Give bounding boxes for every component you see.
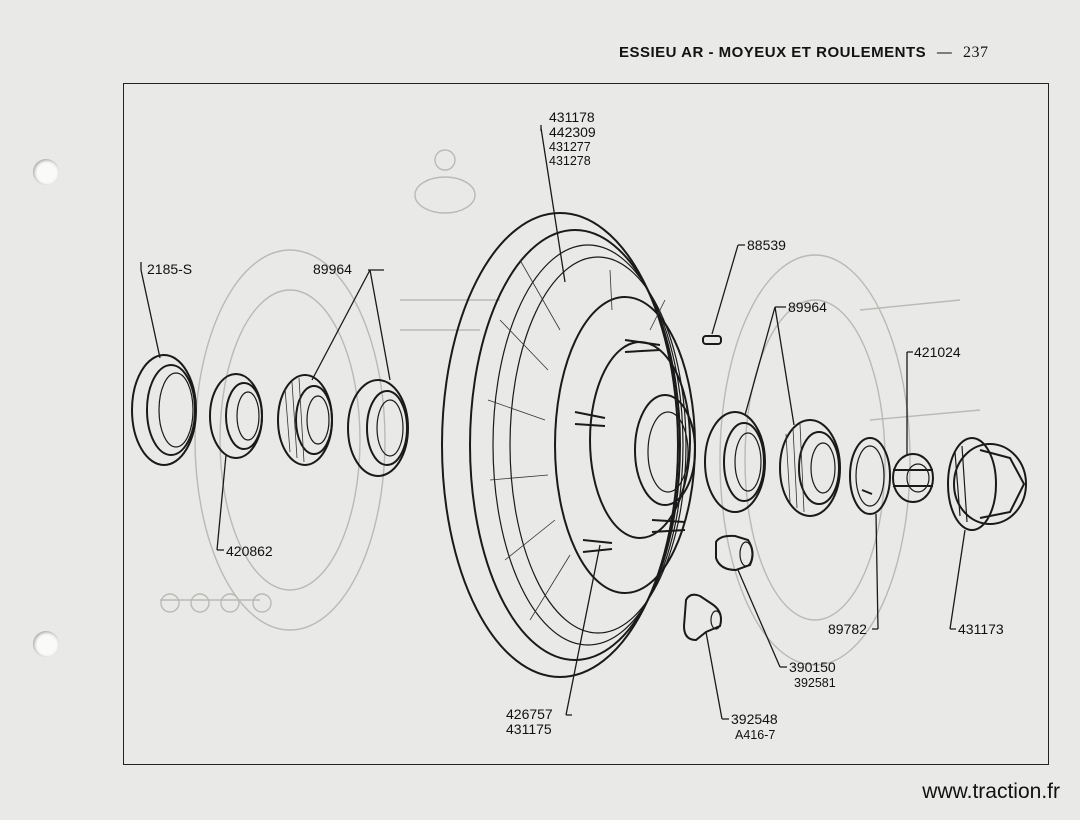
bearing-cup-left-89964 bbox=[347, 379, 409, 477]
label-89964-left: 89964 bbox=[313, 261, 352, 277]
label-431278: 431278 bbox=[549, 154, 591, 168]
brake-drum-hub bbox=[441, 212, 696, 678]
grease-cap-390150 bbox=[715, 534, 754, 572]
binder-hole-top bbox=[33, 159, 59, 185]
spacer-ring-420862 bbox=[209, 373, 263, 459]
callout-labels: 2185-S 89964 420862 431178 442309 431277… bbox=[147, 109, 1004, 742]
label-2185: 2185-S bbox=[147, 261, 192, 277]
label-a416: A416-7 bbox=[735, 728, 775, 742]
label-442309: 442309 bbox=[549, 124, 596, 140]
label-431173: 431173 bbox=[958, 621, 1004, 637]
seal-ring-2185 bbox=[131, 354, 197, 466]
bearing-cone-right-89964 bbox=[779, 419, 841, 517]
label-431277: 431277 bbox=[549, 140, 591, 154]
page-number: 237 bbox=[962, 44, 989, 61]
label-421024: 421024 bbox=[914, 344, 961, 360]
page-title: ESSIEU AR - MOYEUX ET ROULEMENTS bbox=[619, 44, 927, 61]
diagram-frame bbox=[123, 83, 1049, 765]
label-89782: 89782 bbox=[828, 621, 867, 637]
split-washer-89782 bbox=[849, 437, 891, 515]
label-392548: 392548 bbox=[731, 711, 778, 727]
page-header: ESSIEU AR - MOYEUX ET ROULEMENTS — 237 bbox=[619, 44, 988, 62]
label-89964-right: 89964 bbox=[788, 299, 827, 315]
title-separator: — bbox=[936, 44, 953, 61]
watermark-url: www.traction.fr bbox=[922, 780, 1060, 803]
castle-nut-421024 bbox=[892, 453, 934, 503]
label-431178: 431178 bbox=[549, 109, 595, 125]
label-390150: 390150 bbox=[789, 659, 836, 675]
label-426757: 426757 bbox=[506, 706, 553, 722]
leader-lines bbox=[140, 125, 966, 720]
binder-hole-bottom bbox=[33, 631, 59, 657]
label-420862: 420862 bbox=[226, 543, 273, 559]
label-88539: 88539 bbox=[747, 237, 786, 253]
hub-cap-431173 bbox=[947, 437, 1027, 531]
label-392581: 392581 bbox=[794, 676, 836, 690]
bearing-cup-right-89964 bbox=[704, 411, 766, 513]
label-431175: 431175 bbox=[506, 721, 552, 737]
bearing-cone-left-89964 bbox=[277, 374, 333, 466]
grease-fitting-392548 bbox=[682, 593, 722, 642]
background-ghost-drawing bbox=[160, 149, 981, 666]
pin-88539 bbox=[702, 335, 722, 345]
